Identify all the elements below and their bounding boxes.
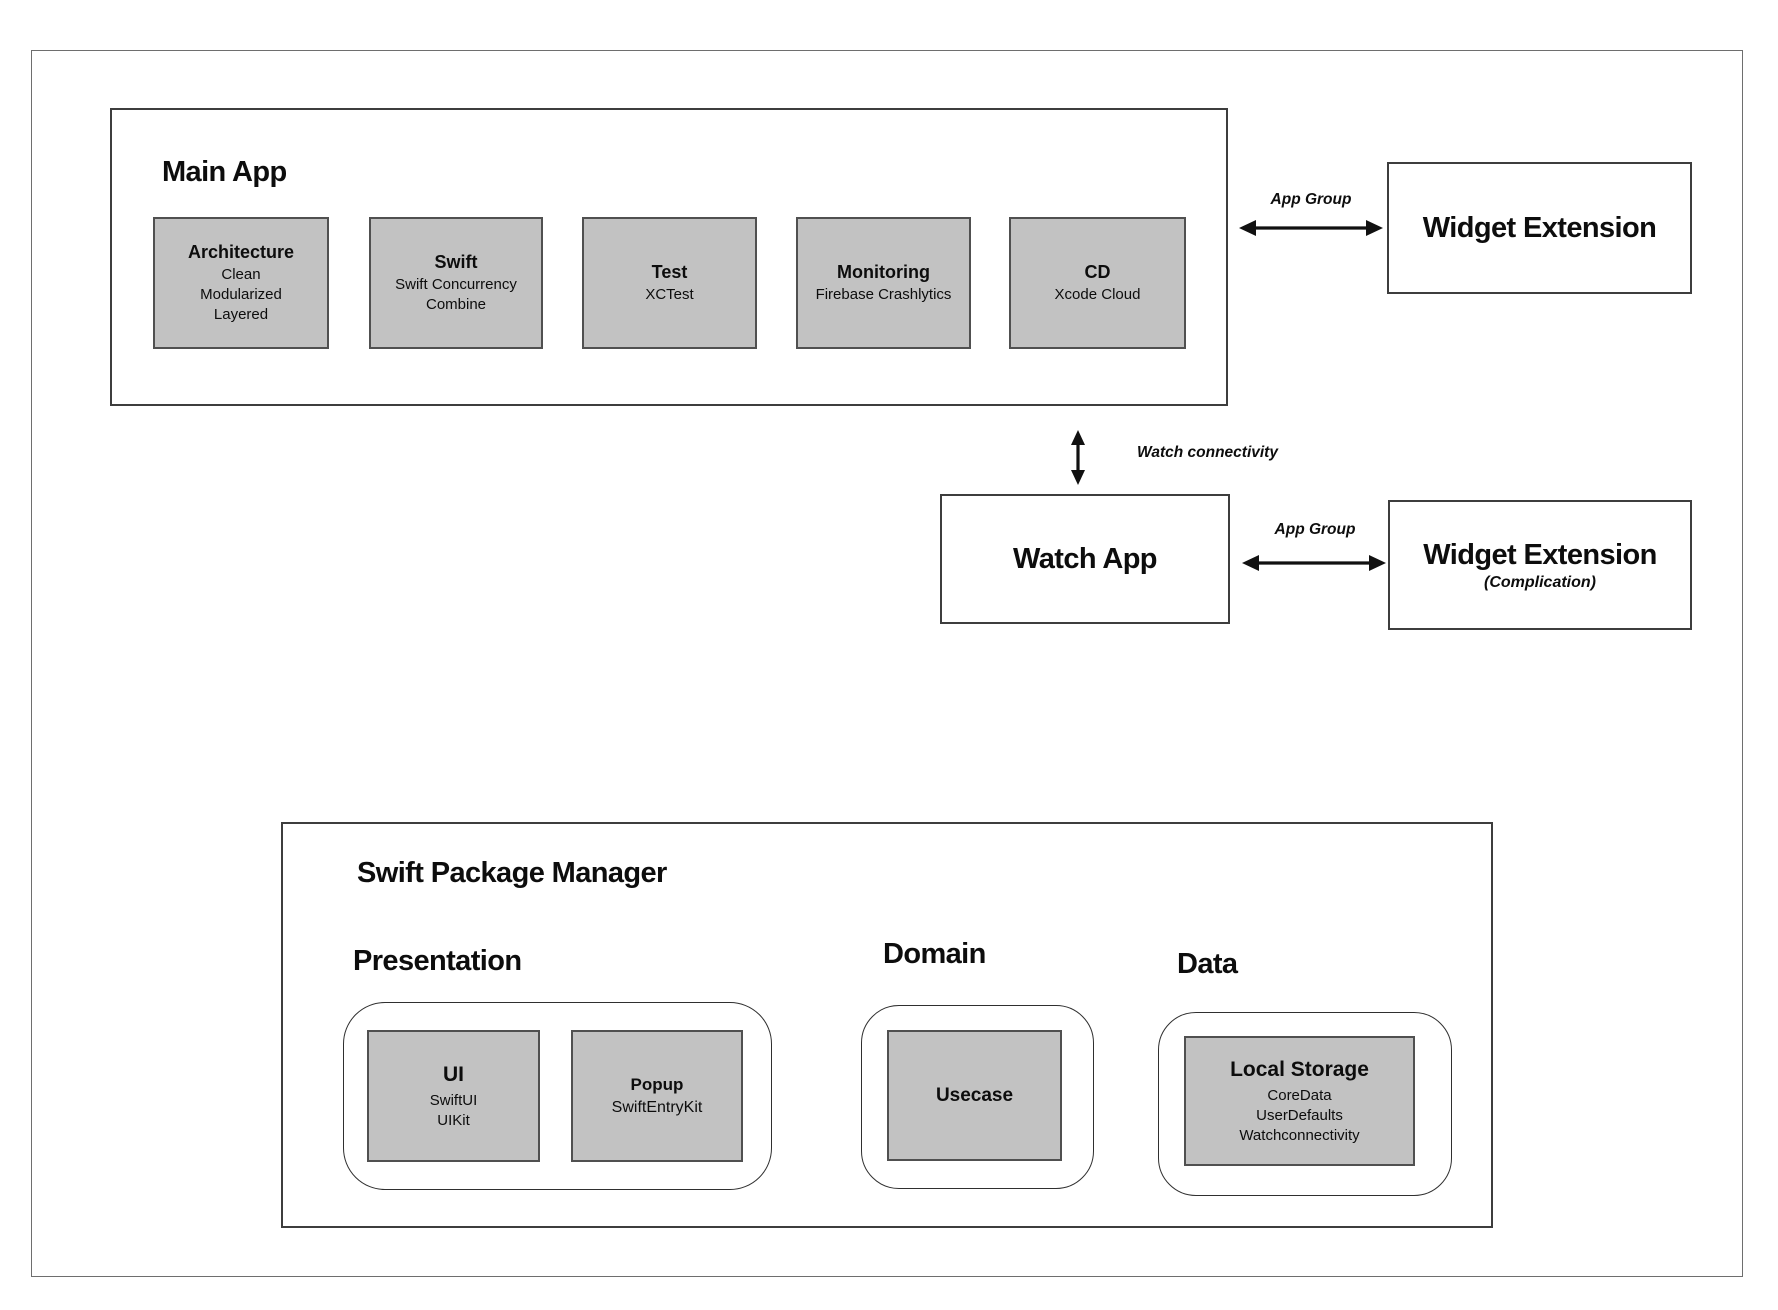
card-usecase-title: Usecase — [935, 1084, 1014, 1106]
double-arrow-icon — [1239, 220, 1383, 236]
card-cd-title: CD — [1084, 262, 1111, 283]
card-ui: UI SwiftUI UIKit — [367, 1030, 540, 1162]
widget-extension-box: Widget Extension — [1387, 162, 1692, 294]
card-swift-line: Combine — [425, 295, 487, 313]
presentation-heading: Presentation — [353, 945, 522, 977]
card-popup: Popup SwiftEntryKit — [571, 1030, 743, 1162]
card-swift-line: Swift Concurrency — [395, 276, 517, 294]
app-group-label-bottom: App Group — [1274, 521, 1356, 538]
watch-connectivity-label: Watch connectivity — [1137, 444, 1278, 461]
card-architecture: Architecture Clean Modularized Layered — [153, 217, 329, 349]
double-arrow-vertical-icon — [1071, 430, 1085, 485]
widget-extension-complication-subtitle: (Complication) — [1484, 573, 1596, 591]
card-architecture-title: Architecture — [187, 242, 295, 263]
domain-heading: Domain — [883, 938, 986, 970]
card-popup-line: SwiftEntryKit — [611, 1098, 703, 1116]
widget-extension-complication-title: Widget Extension — [1423, 538, 1657, 571]
card-swift-title: Swift — [434, 252, 478, 273]
card-monitoring: Monitoring Firebase Crashlytics — [796, 217, 971, 349]
card-architecture-line: Modularized — [200, 285, 282, 303]
spm-title: Swift Package Manager — [357, 857, 667, 889]
double-arrow-icon — [1242, 555, 1386, 571]
card-ui-line: SwiftUI — [429, 1092, 478, 1110]
card-local-storage-title: Local Storage — [1230, 1058, 1369, 1082]
card-usecase: Usecase — [887, 1030, 1062, 1161]
card-monitoring-line: Firebase Crashlytics — [815, 285, 952, 303]
watch-app-box: Watch App — [940, 494, 1230, 624]
card-ui-line: UIKit — [437, 1111, 470, 1129]
card-cd: CD Xcode Cloud — [1009, 217, 1186, 349]
widget-extension-complication-box: Widget Extension (Complication) — [1388, 500, 1692, 630]
card-popup-title: Popup — [630, 1075, 684, 1095]
card-local-storage: Local Storage CoreData UserDefaults Watc… — [1184, 1036, 1415, 1166]
card-test: Test XCTest — [582, 217, 757, 349]
card-test-line: XCTest — [645, 285, 694, 303]
card-monitoring-title: Monitoring — [837, 262, 930, 283]
card-ui-title: UI — [443, 1063, 464, 1087]
card-test-title: Test — [651, 262, 688, 283]
card-local-storage-line: CoreData — [1267, 1087, 1332, 1105]
card-local-storage-line: UserDefaults — [1256, 1106, 1343, 1124]
main-app-title: Main App — [162, 156, 287, 188]
card-local-storage-line: Watchconnectivity — [1239, 1126, 1360, 1144]
card-architecture-line: Clean — [221, 266, 261, 284]
card-cd-line: Xcode Cloud — [1054, 285, 1141, 303]
watch-app-title: Watch App — [1013, 542, 1157, 575]
app-group-label-top: App Group — [1270, 191, 1352, 208]
card-architecture-line: Layered — [213, 305, 269, 323]
card-swift: Swift Swift Concurrency Combine — [369, 217, 543, 349]
data-heading: Data — [1177, 948, 1238, 980]
widget-extension-title: Widget Extension — [1422, 211, 1657, 244]
